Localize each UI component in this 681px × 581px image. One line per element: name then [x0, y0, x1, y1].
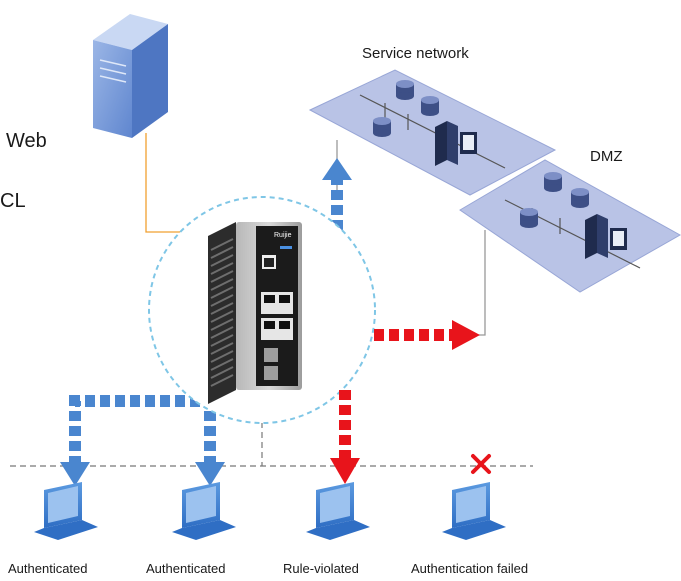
restricted-arrowhead-right: [452, 320, 480, 350]
terminal-caption: Authentication failed: [411, 561, 529, 576]
allowed-arrowhead-right: [195, 462, 225, 486]
terminal-caption: Rule-violated: [283, 561, 359, 576]
allowed-arrowhead-up: [322, 158, 352, 180]
workstation-icon: [585, 214, 627, 259]
service-network-label: Service network: [362, 45, 469, 62]
database-icon: [544, 172, 562, 192]
terminal-caption: Authenticated: [146, 561, 226, 576]
allowed-arrowhead-left: [60, 462, 90, 486]
database-icon: [396, 80, 414, 100]
laptop-icon: [442, 482, 506, 540]
blocked-x-icon: [471, 454, 491, 474]
database-icon: [373, 117, 391, 137]
restricted-arrowhead-down: [330, 458, 360, 484]
dmz-network-plane: [459, 159, 681, 293]
workstation-icon: [435, 121, 477, 166]
acl-label: CL: [0, 190, 26, 212]
terminal-caption: Authenticated: [8, 561, 88, 576]
laptop-icon: [306, 482, 370, 540]
web-label: Web: [6, 130, 47, 152]
database-icon: [520, 208, 538, 228]
allowed-arrow-path: [69, 395, 216, 466]
dmz-link-line: [478, 230, 486, 336]
dmz-label: DMZ: [590, 148, 623, 165]
service-network-plane: [308, 69, 557, 196]
database-icon: [571, 188, 589, 208]
server-icon: [93, 14, 168, 138]
switch-device-icon: Ruijie: [208, 222, 302, 404]
laptop-icon: [172, 482, 236, 540]
database-icon: [421, 96, 439, 116]
web-server-link: [145, 133, 190, 233]
laptop-icon: [34, 482, 98, 540]
device-brand-label: Ruijie: [274, 232, 292, 239]
